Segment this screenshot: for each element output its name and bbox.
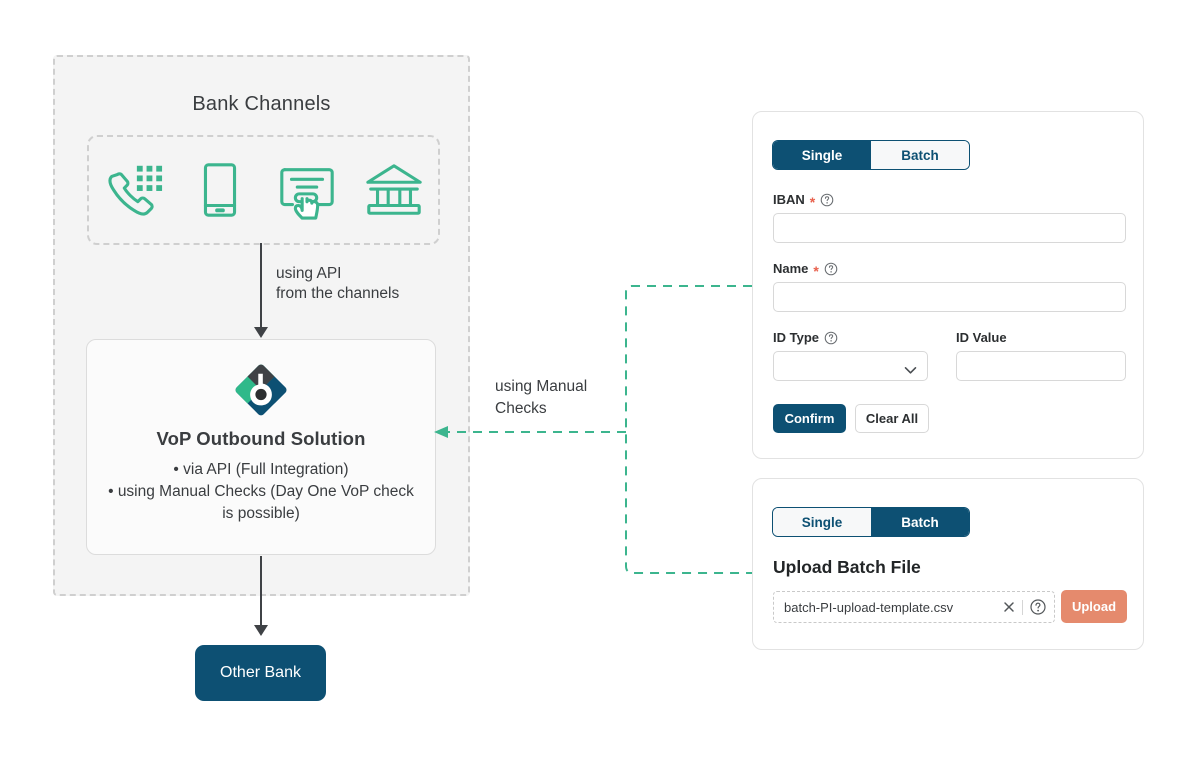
channels-group <box>87 135 440 245</box>
iban-help-icon[interactable] <box>820 193 834 207</box>
single-check-panel: Single Batch IBAN * Name * <box>752 111 1144 459</box>
chevron-down-icon <box>904 362 917 374</box>
vop-bullet-list: via API (Full Integration) using Manual … <box>87 459 435 525</box>
vop-brand-logo <box>87 361 435 419</box>
id-type-select[interactable] <box>773 351 928 381</box>
tab-single-batch-panel[interactable]: Single <box>773 508 871 536</box>
iban-required-marker: * <box>809 193 816 210</box>
id-type-label: ID Type <box>773 330 838 345</box>
name-help-icon[interactable] <box>824 262 838 276</box>
arrow-head-channels-to-vop <box>254 327 268 338</box>
tab-batch-batch-panel[interactable]: Batch <box>871 508 969 536</box>
id-value-input[interactable] <box>956 351 1126 381</box>
iban-input[interactable] <box>773 213 1126 243</box>
arrow-vop-to-other-bank <box>260 556 262 632</box>
id-value-label: ID Value <box>956 330 1007 345</box>
mobile-phone-icon <box>189 159 251 221</box>
id-type-label-text: ID Type <box>773 330 819 345</box>
online-banking-click-icon <box>276 159 338 221</box>
arrow-channels-to-vop <box>260 243 262 335</box>
file-dropzone[interactable]: batch-PI-upload-template.csv <box>773 591 1055 623</box>
tab-single[interactable]: Single <box>773 141 871 169</box>
vop-bullet: using Manual Checks (Day One VoP check i… <box>105 481 417 525</box>
batch-upload-panel: Single Batch Upload Batch File batch-PI-… <box>752 478 1144 650</box>
mode-toggle-single-panel[interactable]: Single Batch <box>773 141 969 169</box>
name-label-text: Name <box>773 261 809 276</box>
upload-help-icon[interactable] <box>1027 596 1049 618</box>
id-type-help-icon[interactable] <box>824 331 838 345</box>
api-connector-label: using API from the channels <box>276 265 400 302</box>
phone-keypad-icon <box>102 159 164 221</box>
confirm-button[interactable]: Confirm <box>773 404 846 433</box>
close-icon[interactable] <box>998 596 1020 618</box>
clear-all-button[interactable]: Clear All <box>855 404 929 433</box>
manual-checks-label: using Manual Checks <box>495 378 588 417</box>
selected-file-name: batch-PI-upload-template.csv <box>784 599 954 615</box>
zone-title: Bank Channels <box>192 93 331 115</box>
tab-batch[interactable]: Batch <box>871 141 969 169</box>
vop-title: VoP Outbound Solution <box>156 428 366 449</box>
name-label: Name * <box>773 261 838 279</box>
vop-bullet: via API (Full Integration) <box>105 459 417 481</box>
bank-building-icon <box>363 159 425 221</box>
iban-label: IBAN * <box>773 192 834 210</box>
upload-button[interactable]: Upload <box>1061 590 1127 623</box>
vop-outbound-solution-card: VoP Outbound Solution via API (Full Inte… <box>86 339 436 555</box>
iban-label-text: IBAN <box>773 192 805 207</box>
arrow-head-vop-to-other-bank <box>254 625 268 636</box>
id-value-label-text: ID Value <box>956 330 1007 345</box>
divider <box>1022 599 1023 615</box>
name-input[interactable] <box>773 282 1126 312</box>
name-required-marker: * <box>813 262 819 279</box>
mode-toggle-batch-panel[interactable]: Single Batch <box>773 508 969 536</box>
other-bank-node: Other Bank <box>195 645 326 701</box>
upload-batch-file-title: Upload Batch File <box>773 557 921 577</box>
